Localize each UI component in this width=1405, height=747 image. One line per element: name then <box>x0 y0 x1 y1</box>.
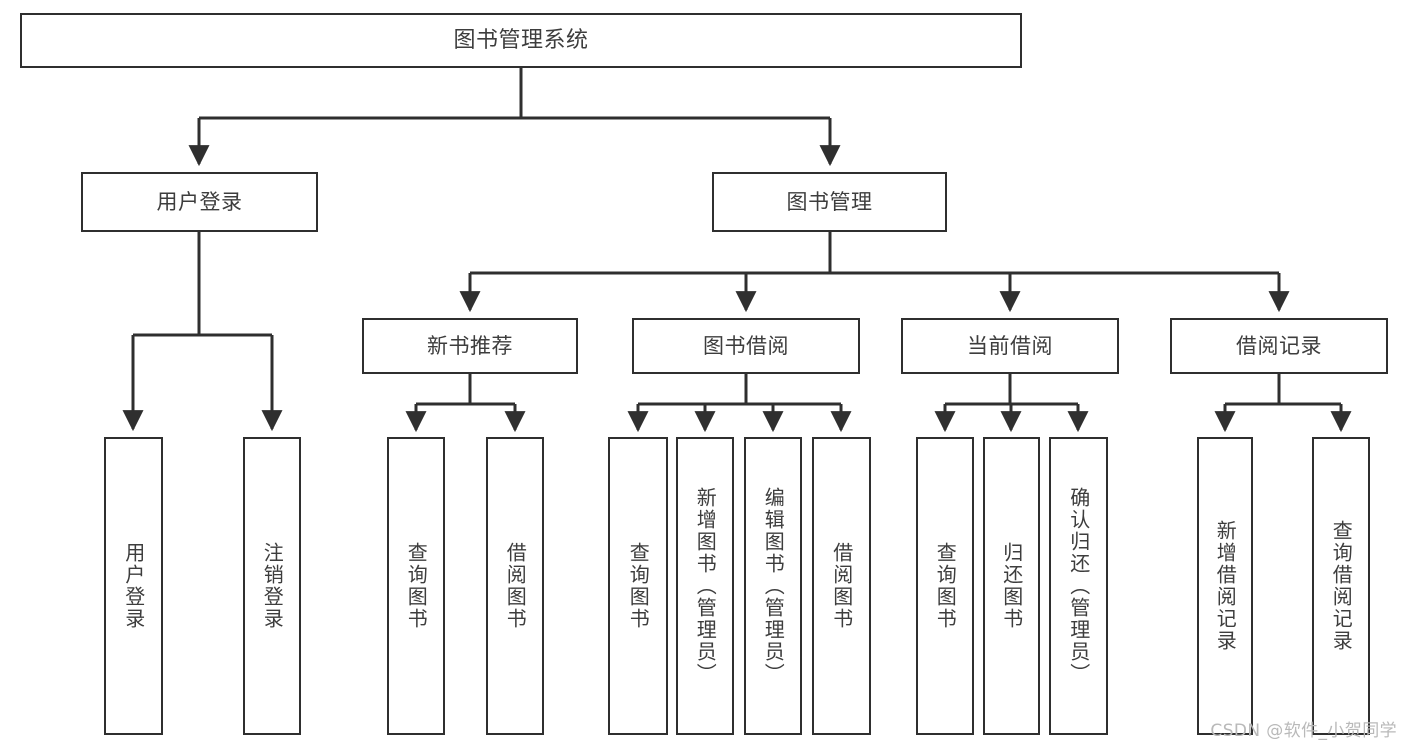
node-leaf-add-borrow-record-label: 新增借阅记录 <box>1213 520 1238 652</box>
node-leaf-query-book-2[interactable]: 查询图书 <box>608 437 668 735</box>
node-leaf-query-book-2-label: 查询图书 <box>626 542 651 630</box>
node-leaf-logout-login-label: 注销登录 <box>260 542 285 630</box>
node-root-label: 图书管理系统 <box>453 27 589 53</box>
node-leaf-query-book-1-label: 查询图书 <box>404 542 429 630</box>
node-book-borrow[interactable]: 图书借阅 <box>632 318 860 374</box>
node-leaf-logout-login[interactable]: 注销登录 <box>243 437 301 735</box>
node-leaf-borrow-book-2-label: 借阅图书 <box>829 542 854 630</box>
node-leaf-add-book-admin-label: 新增图书（管理员） <box>693 487 718 685</box>
node-book-manage[interactable]: 图书管理 <box>712 172 947 232</box>
node-leaf-confirm-return-admin-label: 确认归还（管理员） <box>1066 487 1091 685</box>
node-new-book-recommend-label: 新书推荐 <box>427 333 513 358</box>
node-leaf-borrow-book-2[interactable]: 借阅图书 <box>812 437 871 735</box>
node-leaf-borrow-book-1[interactable]: 借阅图书 <box>486 437 544 735</box>
node-leaf-confirm-return-admin[interactable]: 确认归还（管理员） <box>1049 437 1108 735</box>
node-leaf-edit-book-admin[interactable]: 编辑图书（管理员） <box>744 437 802 735</box>
node-new-book-recommend[interactable]: 新书推荐 <box>362 318 578 374</box>
node-leaf-user-login-label: 用户登录 <box>121 542 146 630</box>
node-leaf-return-book[interactable]: 归还图书 <box>983 437 1040 735</box>
node-borrow-record[interactable]: 借阅记录 <box>1170 318 1388 374</box>
node-leaf-borrow-book-1-label: 借阅图书 <box>503 542 528 630</box>
node-book-borrow-label: 图书借阅 <box>703 333 789 358</box>
node-user-login[interactable]: 用户登录 <box>81 172 318 232</box>
node-user-login-label: 用户登录 <box>156 189 243 214</box>
node-leaf-edit-book-admin-label: 编辑图书（管理员） <box>761 487 786 685</box>
node-leaf-user-login[interactable]: 用户登录 <box>104 437 163 735</box>
node-leaf-return-book-label: 归还图书 <box>999 542 1024 630</box>
node-book-manage-label: 图书管理 <box>786 189 873 214</box>
node-leaf-query-borrow-record[interactable]: 查询借阅记录 <box>1312 437 1370 735</box>
node-leaf-query-borrow-record-label: 查询借阅记录 <box>1329 520 1354 652</box>
node-leaf-add-borrow-record[interactable]: 新增借阅记录 <box>1197 437 1253 735</box>
node-leaf-query-book-3[interactable]: 查询图书 <box>916 437 974 735</box>
node-leaf-query-book-1[interactable]: 查询图书 <box>387 437 445 735</box>
node-leaf-add-book-admin[interactable]: 新增图书（管理员） <box>676 437 734 735</box>
node-current-borrow[interactable]: 当前借阅 <box>901 318 1119 374</box>
node-root[interactable]: 图书管理系统 <box>20 13 1022 68</box>
node-current-borrow-label: 当前借阅 <box>967 333 1053 358</box>
node-leaf-query-book-3-label: 查询图书 <box>933 542 958 630</box>
node-borrow-record-label: 借阅记录 <box>1236 333 1322 358</box>
